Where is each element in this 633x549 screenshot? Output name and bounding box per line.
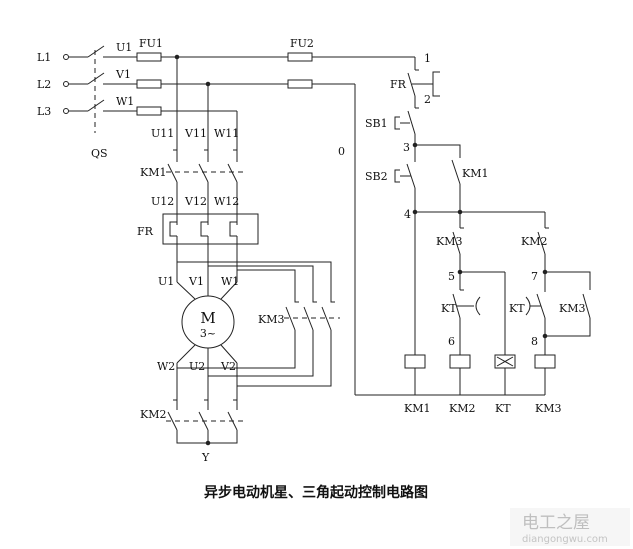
label-l1: L1 [37,51,51,64]
label-km1-main: KM1 [140,166,166,179]
label-km3-nc: KM3 [436,235,462,248]
label-coil-km2: KM2 [449,402,475,415]
label-v1: V1 [115,68,131,81]
coil-km2 [449,354,471,369]
fuse-fu2-2 [287,79,313,89]
label-zero: 0 [338,145,345,158]
km3-main-contacts [284,298,340,331]
terminal-L1 [63,54,69,60]
label-fu1: FU1 [139,37,163,50]
fuse-fu1 [136,52,162,116]
label-km3-main: KM3 [258,313,284,326]
label-u11: U11 [151,127,174,140]
km1-aux-contact [451,159,461,185]
watermark-brand: 电工之屋 [522,513,590,533]
label-km3-aux: KM3 [559,302,585,315]
motor [176,281,238,364]
label-node-1: 1 [424,52,431,65]
label-y: Y [201,451,210,464]
kt-no-timed-contact [525,293,546,319]
label-u1: U1 [116,41,132,54]
label-motor-phase: 3~ [200,327,216,340]
label-kt-a: KT [441,302,457,315]
label-node-5: 5 [448,270,455,283]
label-u12: U12 [151,195,174,208]
label-km1-aux: KM1 [462,167,488,180]
label-v2: V2 [220,360,236,373]
label-w1: W1 [116,95,134,108]
labels: L1 L2 L3 QS U1 V1 W1 FU1 FU2 U11 V11 W11… [37,37,585,464]
label-motor-m: M [200,309,215,327]
label-qs: QS [91,147,108,160]
label-node-6: 6 [448,335,455,348]
km2-main-contacts [166,399,246,431]
label-v11: V11 [184,127,207,140]
label-kt-b: KT [509,302,525,315]
coil-kt [494,354,516,369]
watermark-url: diangongwu.com [522,534,608,545]
label-l2: L2 [37,78,51,91]
label-km2-main: KM2 [140,408,166,421]
thermal-overload-fr [162,213,259,245]
start-button-sb2 [394,163,416,189]
label-sb2: SB2 [365,170,388,183]
terminal-L2 [63,81,69,87]
diagram-title: 异步电动机星、三角起动控制电路图 [204,484,428,501]
coil-km1 [404,354,426,369]
stop-button-sb1 [394,107,419,135]
label-motor-v1: V1 [188,275,204,288]
label-motor-u1: U1 [158,275,174,288]
label-node-3: 3 [403,141,410,154]
label-v12: V12 [184,195,207,208]
label-node-7: 7 [531,270,538,283]
label-node-8: 8 [531,335,538,348]
km2-nc-interlock [537,227,549,255]
label-node-4: 4 [404,208,411,221]
label-fu2: FU2 [290,37,314,50]
label-coil-kt: KT [495,402,511,415]
label-w2: W2 [157,360,175,373]
fuse-fu2-1 [287,52,313,62]
fr-nc-contact [407,69,440,97]
label-km2-nc: KM2 [521,235,547,248]
label-fr-ctrl: FR [390,78,407,91]
label-w12: W12 [214,195,239,208]
label-coil-km3: KM3 [535,402,561,415]
label-motor-w1: W1 [221,275,239,288]
km1-main-contacts [166,149,246,183]
isolator-switch-qs [87,45,137,133]
coil-km3 [534,354,556,369]
control-circuit [355,57,591,396]
label-coil-km1: KM1 [404,402,430,415]
label-u2: U2 [189,360,205,373]
watermark: 电工之屋 diangongwu.com [510,508,630,546]
kt-nc-timed-contact [452,289,481,319]
km3-nc-interlock [452,227,464,255]
label-node-2: 2 [424,93,431,106]
km3-aux-contact [582,293,591,319]
main-circuit [63,45,415,446]
label-fr-main: FR [137,225,154,238]
terminal-L3 [63,108,69,114]
label-w11: W11 [214,127,239,140]
label-l3: L3 [37,105,51,118]
label-sb1: SB1 [365,117,388,130]
